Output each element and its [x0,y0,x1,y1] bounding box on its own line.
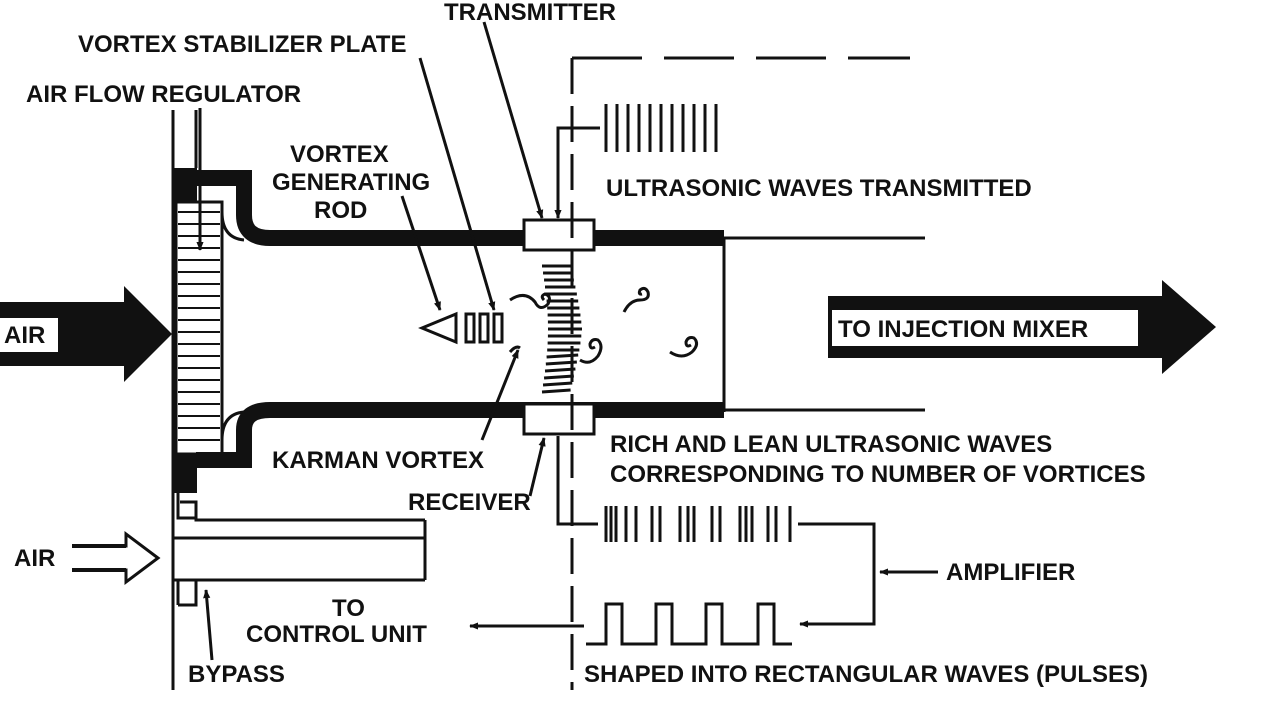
pipe-wave-dash [542,381,573,387]
to-injection-mixer-label: TO INJECTION MIXER [838,316,1088,343]
to-control-unit-label-2: CONTROL UNIT [246,621,427,648]
received-wave-train [604,506,792,542]
vortex-generating-rod-label-1: VORTEX [290,141,389,168]
karman-vortices [508,286,699,364]
leader-lines [196,21,546,661]
transmitted-wave-train [604,104,718,152]
rectangular-pulse-wave [586,602,792,646]
vortex-swirl-icon [509,292,551,309]
vortex-generating-rod-label-2: GENERATING [272,169,430,196]
vortex-swirl-icon [622,286,650,313]
shaped-rectangular-waves-label: SHAPED INTO RECTANGULAR WAVES (PULSES) [584,661,1148,688]
air-inlet-arrow [0,286,172,382]
bypass-channel [173,493,427,607]
transmitter [522,218,596,252]
vortex-generating-rod [418,311,458,345]
transmitter-label: TRANSMITTER [444,0,616,26]
ultrasonic-waves-transmitted-label: ULTRASONIC WAVES TRANSMITTED [606,175,1032,202]
pipe-wave-dash [543,374,574,380]
receiver [522,402,596,436]
receiver-label: RECEIVER [408,489,531,516]
karman-vortex-label: KARMAN VORTEX [272,447,484,474]
bypass-label: BYPASS [188,661,285,688]
vortex-stabilizer-plate [464,312,504,344]
air-flow-regulator-label: AIR FLOW REGULATOR [26,81,301,108]
vortex-swirl-icon [579,338,603,364]
bypass-air-arrow [72,531,161,585]
amplifier-label: AMPLIFIER [946,559,1075,586]
signal-processing-boundary [570,56,910,690]
vortex-stabilizer-plate-label: VORTEX STABILIZER PLATE [78,31,406,58]
vortex-generating-rod-label-3: ROD [314,197,367,224]
pipe-wave-dash [544,367,576,373]
rich-lean-label-2: CORRESPONDING TO NUMBER OF VORTICES [610,461,1146,488]
vortex-swirl-icon [669,336,699,358]
ultrasonic-waves-in-pipe [541,264,582,394]
to-control-unit-label-1: TO [332,595,365,622]
rich-lean-label-1: RICH AND LEAN ULTRASONIC WAVES [610,431,1052,458]
pipe-wave-dash [541,388,571,394]
regulator-grid-lines [178,211,220,441]
air-bypass-label: AIR [14,545,55,572]
air-inlet-label: AIR [4,322,45,349]
main-air-pipe [196,170,925,468]
